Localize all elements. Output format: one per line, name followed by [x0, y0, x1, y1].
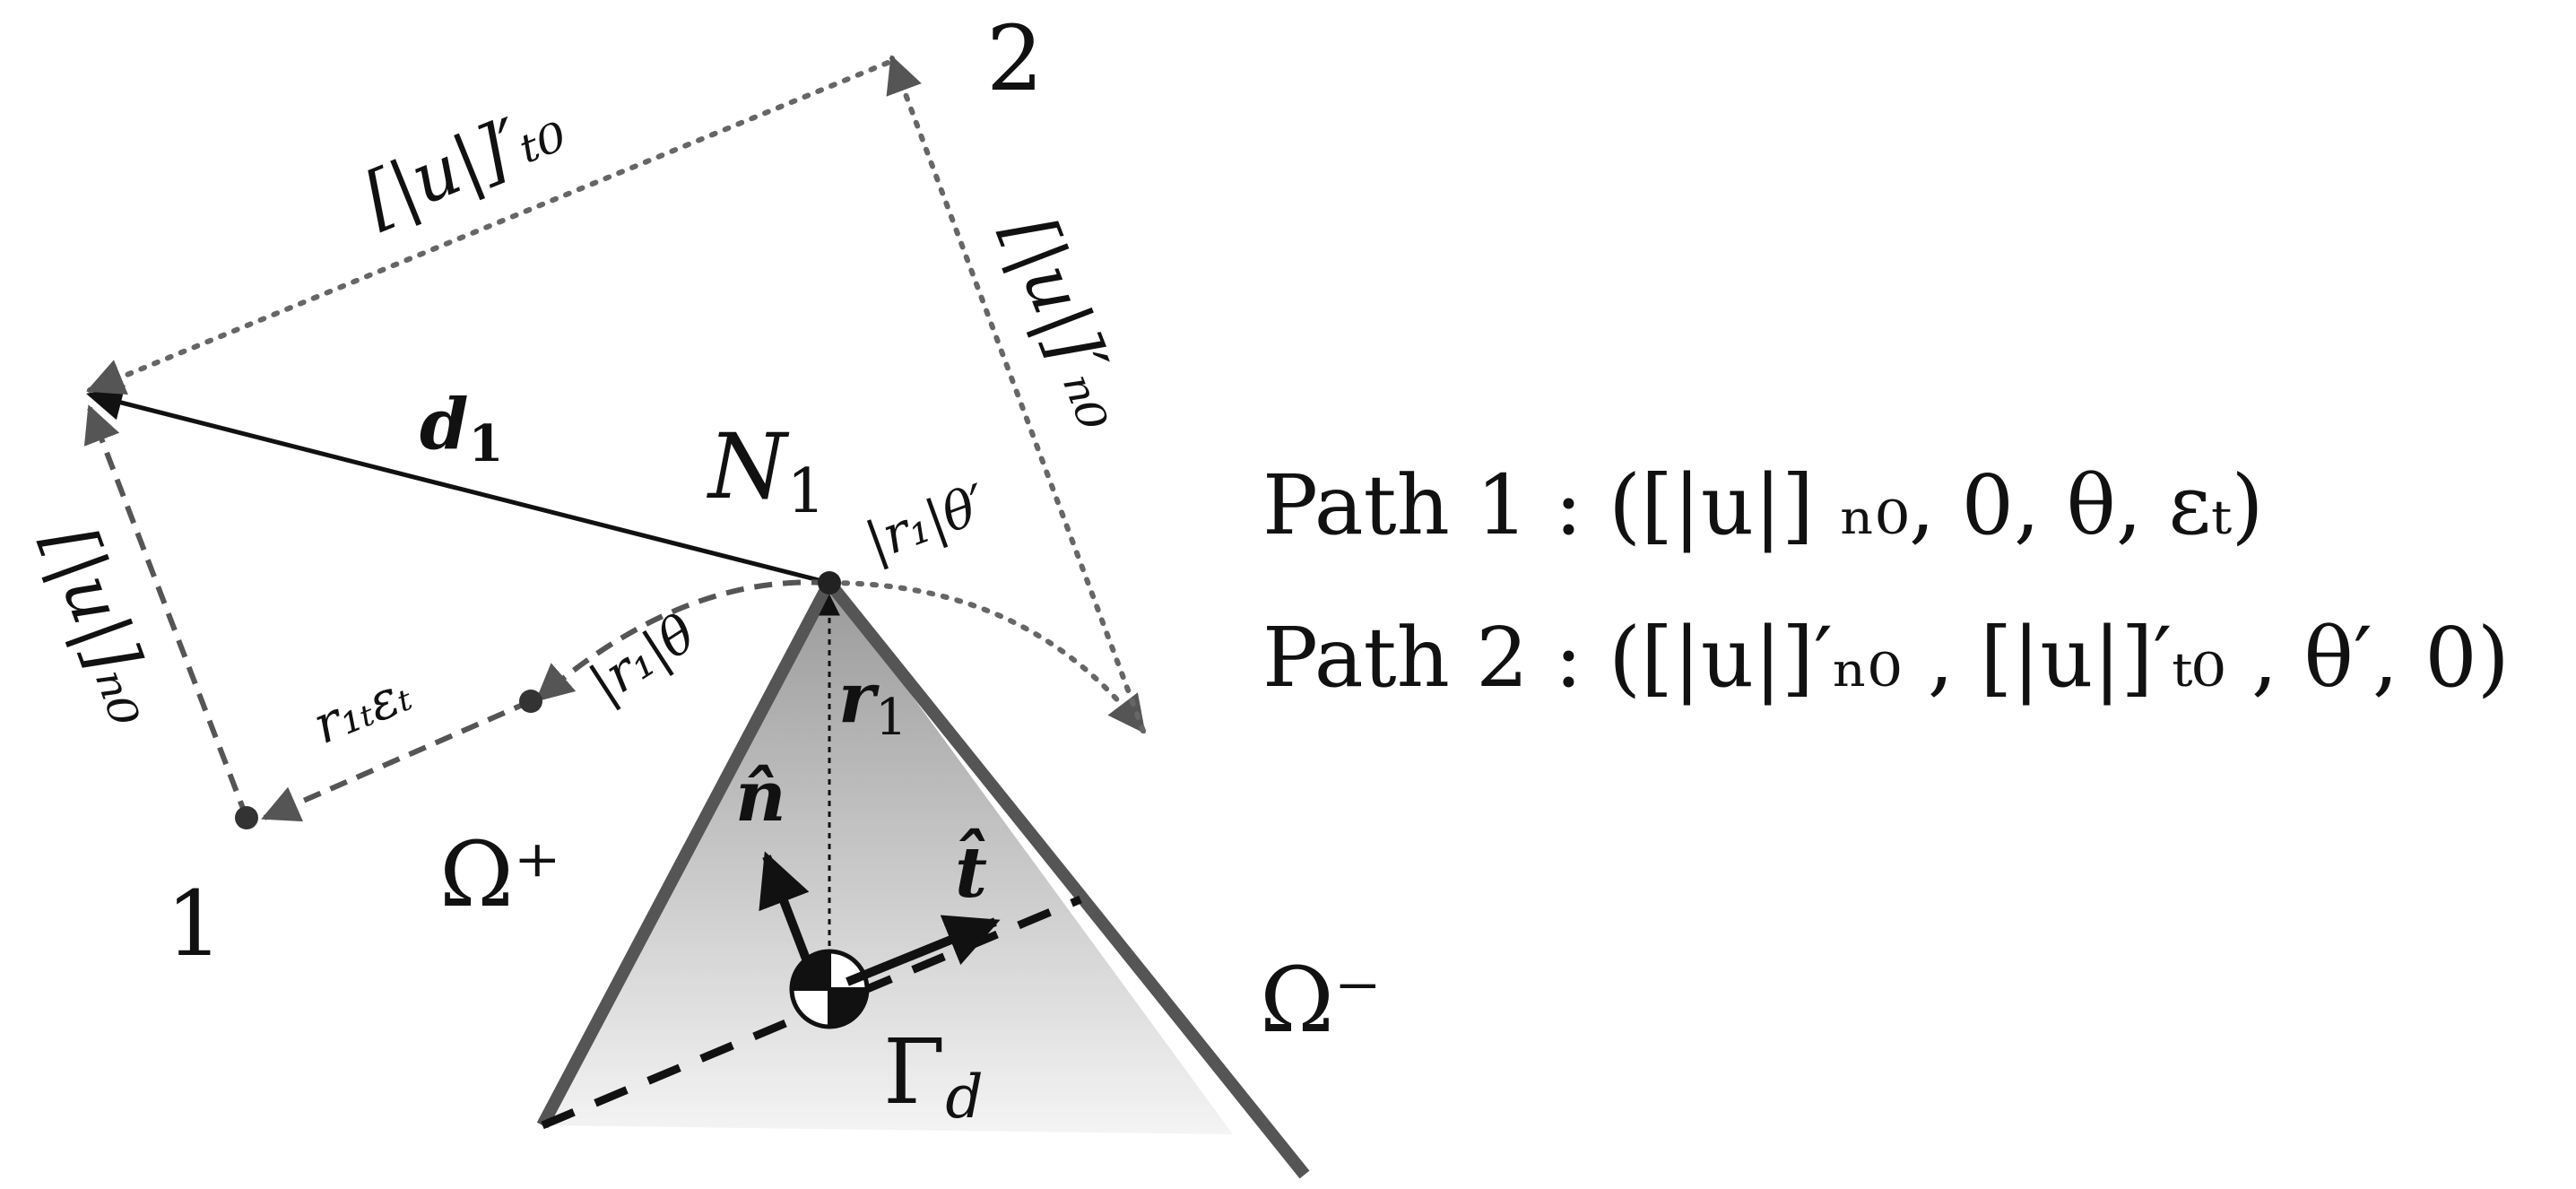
label-point-1: 1: [166, 872, 223, 976]
tangent-unit-vector: [846, 915, 1001, 986]
vector-d1: [86, 385, 830, 586]
normal-unit-vector: [759, 851, 816, 975]
path2-arc-theta-prime: [827, 580, 1146, 734]
path1-arc-theta: [534, 579, 830, 702]
label-r1t-eps: r₁ₜεₜ: [305, 662, 420, 756]
element-edge-left: [536, 579, 836, 1129]
label-point-2: 2: [986, 6, 1044, 111]
path1-midpoint-dot: [519, 690, 542, 713]
point-1-dot: [235, 806, 258, 829]
path2-normal-segment: [886, 55, 1146, 733]
path2-tangential-segment: [86, 60, 890, 395]
element-edge-right: [824, 578, 1310, 1179]
legend-path1: Path 1 : ([|u|] ₙ₀, 0, θ, εₜ): [1262, 457, 2264, 553]
path1-normal-segment: [83, 404, 249, 820]
node-N1-dot: [818, 571, 841, 594]
label-jump-n0: [|u|]ₙ₀: [29, 516, 174, 735]
label-n-hat: n̂: [735, 756, 786, 838]
label-t-hat: t̂: [955, 827, 987, 914]
label-r1-theta: |r₁|θ: [579, 603, 707, 715]
label-gamma-d: Γd: [883, 1020, 984, 1132]
legend-path2: Path 2 : ([|u|]′ₙ₀ , [|u|]′ₜ₀ , θ′, 0): [1262, 610, 2510, 706]
label-vector-d1: d1: [420, 384, 504, 473]
label-vector-r1: r1: [838, 657, 907, 747]
label-node-N1: N1: [707, 414, 826, 527]
label-jump-n0-prime: [|u|]′ₙ₀: [988, 206, 1142, 439]
label-jump-t0-prime: [|u|]′ₜ₀: [352, 87, 576, 239]
element-triangle: [542, 583, 1233, 1134]
label-r1-theta-prime: |r₁|θ′: [858, 473, 995, 572]
label-omega-minus: Ω⁻: [1260, 948, 1382, 1053]
label-omega-plus: Ω⁺: [439, 822, 561, 927]
path1-eps-segment: [261, 699, 533, 822]
